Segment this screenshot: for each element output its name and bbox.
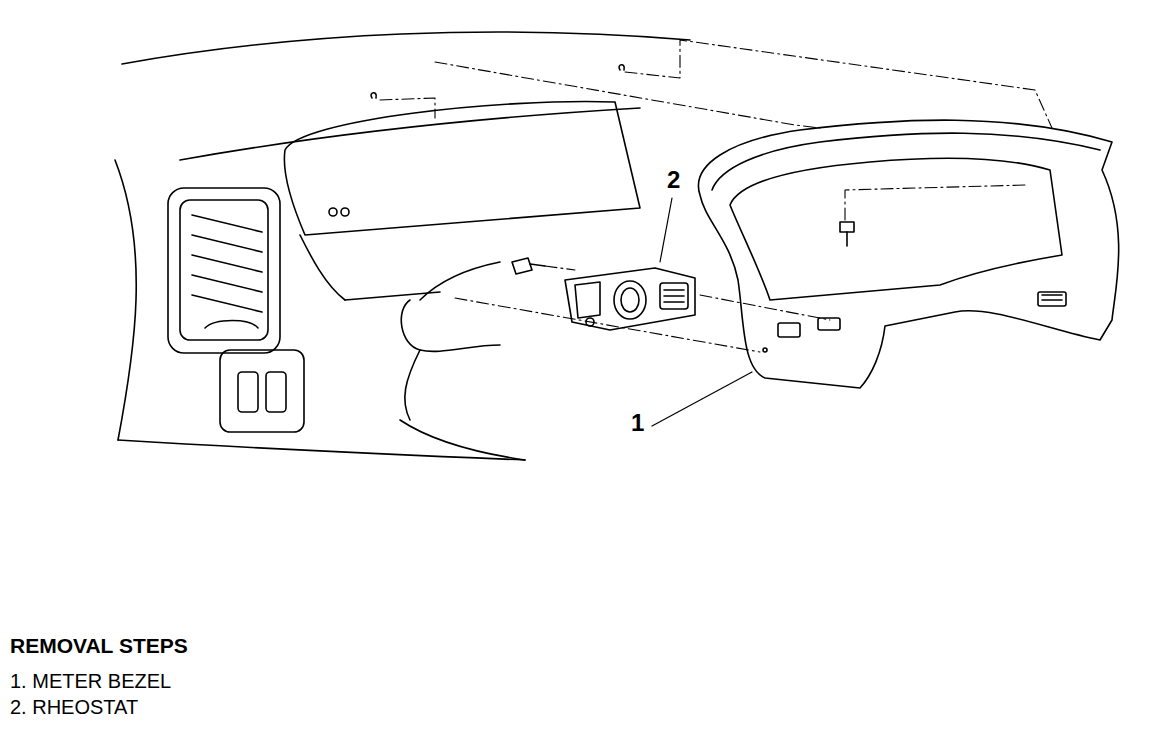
part-name: 1. METER BEZEL: [10, 670, 171, 692]
leader-line: [652, 372, 752, 426]
rheostat: [565, 268, 695, 330]
air-vent: [168, 188, 280, 353]
clip: [371, 93, 376, 98]
callout-number: 1: [631, 410, 644, 436]
callout-number: 2: [667, 167, 680, 193]
dashboard: [115, 32, 690, 460]
part-name: 2. RHEOSTAT: [10, 696, 138, 718]
install-line: [380, 40, 1052, 352]
switch-panel: [220, 350, 304, 432]
leader-line: [660, 198, 672, 262]
meter-bezel: [698, 120, 1118, 388]
clip: [619, 65, 624, 70]
heading: REMOVAL STEPS: [10, 634, 188, 657]
screw: [512, 222, 854, 274]
